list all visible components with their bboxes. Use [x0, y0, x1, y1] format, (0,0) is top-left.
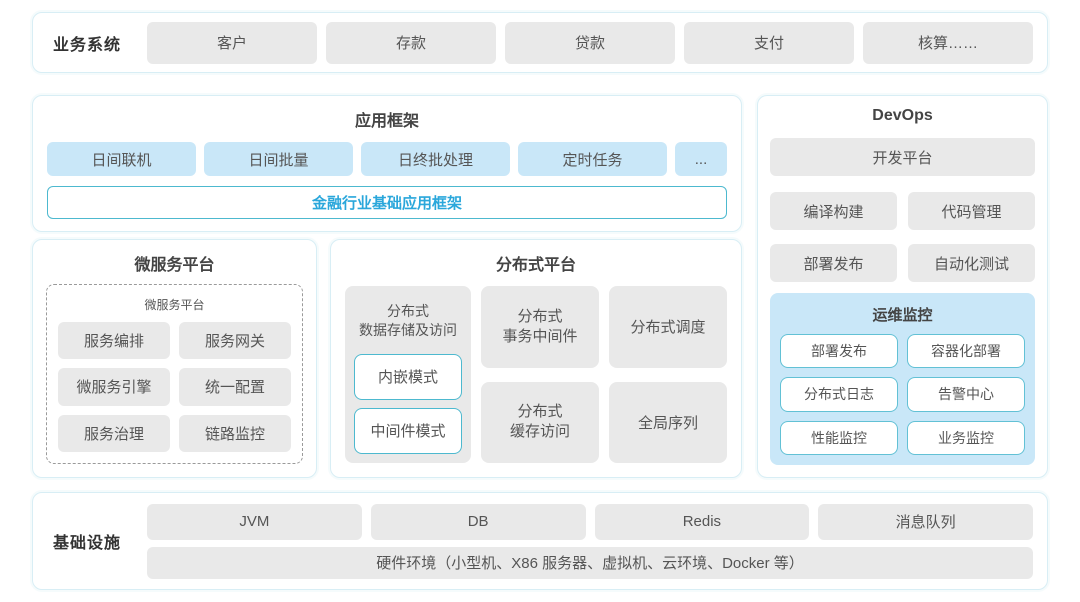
- monitor-item-performance: 性能监控: [780, 420, 898, 455]
- microservice-inner-title: 微服务平台: [144, 298, 205, 312]
- devops-tool-deploy: 部署发布: [770, 244, 897, 282]
- microservice-section: 微服务平台 微服务平台 服务编排 服务网关 微服务引擎 统一配置 服务治理 链路…: [32, 239, 317, 478]
- business-systems-section: 业务系统 客户 存款 贷款 支付 核算……: [32, 12, 1048, 73]
- infra-item-db: DB: [370, 503, 586, 540]
- monitor-item-alert-center: 告警中心: [907, 377, 1025, 412]
- microservice-inner-box: 微服务平台 服务编排 服务网关 微服务引擎 统一配置 服务治理 链路监控: [46, 284, 303, 464]
- ms-item-gateway: 服务网关: [179, 322, 291, 360]
- af-item-ellipsis: ...: [675, 142, 727, 177]
- app-framework-section: 应用框架 日间联机 日间批量 日终批处理 定时任务 ... 金融行业基础应用框架: [32, 95, 742, 232]
- ops-monitoring-title: 运维监控: [872, 307, 933, 324]
- af-item-daytime-batch: 日间批量: [204, 142, 353, 177]
- ms-item-engine: 微服务引擎: [58, 368, 170, 406]
- ops-monitoring-grid: 部署发布 容器化部署 分布式日志 告警中心 性能监控 业务监控: [780, 334, 1025, 455]
- business-item-accounting: 核算……: [863, 21, 1033, 64]
- dist-item-global-sequence: 全局序列: [609, 381, 727, 463]
- storage-mode-embedded: 内嵌模式: [354, 353, 462, 400]
- infrastructure-content: JVM DB Redis 消息队列 硬件环境（小型机、X86 服务器、虚拟机、云…: [147, 503, 1033, 579]
- monitor-item-deploy: 部署发布: [780, 334, 898, 369]
- devops-tool-build: 编译构建: [770, 192, 897, 230]
- hardware-environment-bar: 硬件环境（小型机、X86 服务器、虚拟机、云环境、Docker 等）: [147, 546, 1033, 579]
- devops-tools-grid: 编译构建 代码管理 部署发布 自动化测试: [770, 192, 1035, 282]
- devops-tool-code-mgmt: 代码管理: [908, 192, 1035, 230]
- monitor-item-business: 业务监控: [907, 420, 1025, 455]
- storage-mode-middleware: 中间件模式: [354, 407, 462, 454]
- devops-dev-platform: 开发平台: [770, 138, 1035, 176]
- ms-item-orchestration: 服务编排: [58, 322, 170, 360]
- middle-zone: 应用框架 日间联机 日间批量 日终批处理 定时任务 ... 金融行业基础应用框架…: [32, 95, 1048, 478]
- business-systems-label: 业务系统: [53, 36, 122, 54]
- app-framework-items-row: 日间联机 日间批量 日终批处理 定时任务 ...: [47, 142, 727, 177]
- app-framework-title: 应用框架: [354, 113, 419, 130]
- af-item-scheduled-task: 定时任务: [518, 142, 667, 177]
- monitor-item-distributed-log: 分布式日志: [780, 377, 898, 412]
- devops-tool-auto-test: 自动化测试: [908, 244, 1035, 282]
- infrastructure-items-row: JVM DB Redis 消息队列: [147, 503, 1033, 540]
- distributed-middle-column: 分布式 事务中间件 分布式 缓存访问: [481, 286, 599, 463]
- distributed-right-column: 分布式调度 全局序列: [609, 286, 727, 463]
- distributed-grid: 分布式 数据存储及访问 内嵌模式 中间件模式 分布式 事务中间件 分布式 缓存访…: [345, 286, 727, 463]
- dist-item-transaction-middleware: 分布式 事务中间件: [481, 286, 599, 368]
- left-column: 应用框架 日间联机 日间批量 日终批处理 定时任务 ... 金融行业基础应用框架…: [32, 95, 742, 478]
- infrastructure-label: 基础设施: [53, 535, 122, 552]
- infra-item-mq: 消息队列: [818, 503, 1033, 540]
- devops-title: DevOps: [872, 107, 933, 124]
- distributed-storage-title: 分布式 数据存储及访问: [359, 303, 457, 338]
- af-item-eod-batch: 日终批处理: [361, 142, 510, 177]
- business-items-row: 客户 存款 贷款 支付 核算……: [147, 21, 1033, 64]
- infrastructure-section: 基础设施 JVM DB Redis 消息队列 硬件环境（小型机、X86 服务器、…: [32, 492, 1048, 590]
- business-item-deposit: 存款: [326, 21, 496, 64]
- ms-item-config: 统一配置: [179, 368, 291, 406]
- dist-item-scheduling: 分布式调度: [609, 286, 727, 368]
- monitor-item-container-deploy: 容器化部署: [907, 334, 1025, 369]
- infra-item-redis: Redis: [594, 503, 810, 540]
- devops-section: DevOps 开发平台 编译构建 代码管理 部署发布 自动化测试 运维监控 部署…: [757, 95, 1048, 478]
- distributed-storage-box: 分布式 数据存储及访问 内嵌模式 中间件模式: [345, 286, 471, 463]
- business-item-loan: 贷款: [505, 21, 675, 64]
- microservice-grid: 服务编排 服务网关 微服务引擎 统一配置 服务治理 链路监控: [58, 322, 291, 452]
- ms-item-governance: 服务治理: [58, 414, 170, 452]
- distributed-title: 分布式平台: [495, 257, 576, 274]
- business-item-customer: 客户: [147, 21, 317, 64]
- distributed-section: 分布式平台 分布式 数据存储及访问 内嵌模式 中间件模式 分布式 事务中间件 分…: [330, 239, 742, 478]
- finance-base-framework: 金融行业基础应用框架: [47, 186, 727, 219]
- microservice-title: 微服务平台: [134, 257, 215, 274]
- infra-item-jvm: JVM: [147, 503, 362, 540]
- af-item-daytime-online: 日间联机: [47, 142, 196, 177]
- platforms-row: 微服务平台 微服务平台 服务编排 服务网关 微服务引擎 统一配置 服务治理 链路…: [32, 239, 742, 478]
- dist-item-cache-access: 分布式 缓存访问: [481, 381, 599, 463]
- ms-item-tracing: 链路监控: [179, 414, 291, 452]
- business-item-payment: 支付: [684, 21, 854, 64]
- ops-monitoring-panel: 运维监控 部署发布 容器化部署 分布式日志 告警中心 性能监控 业务监控: [770, 293, 1035, 465]
